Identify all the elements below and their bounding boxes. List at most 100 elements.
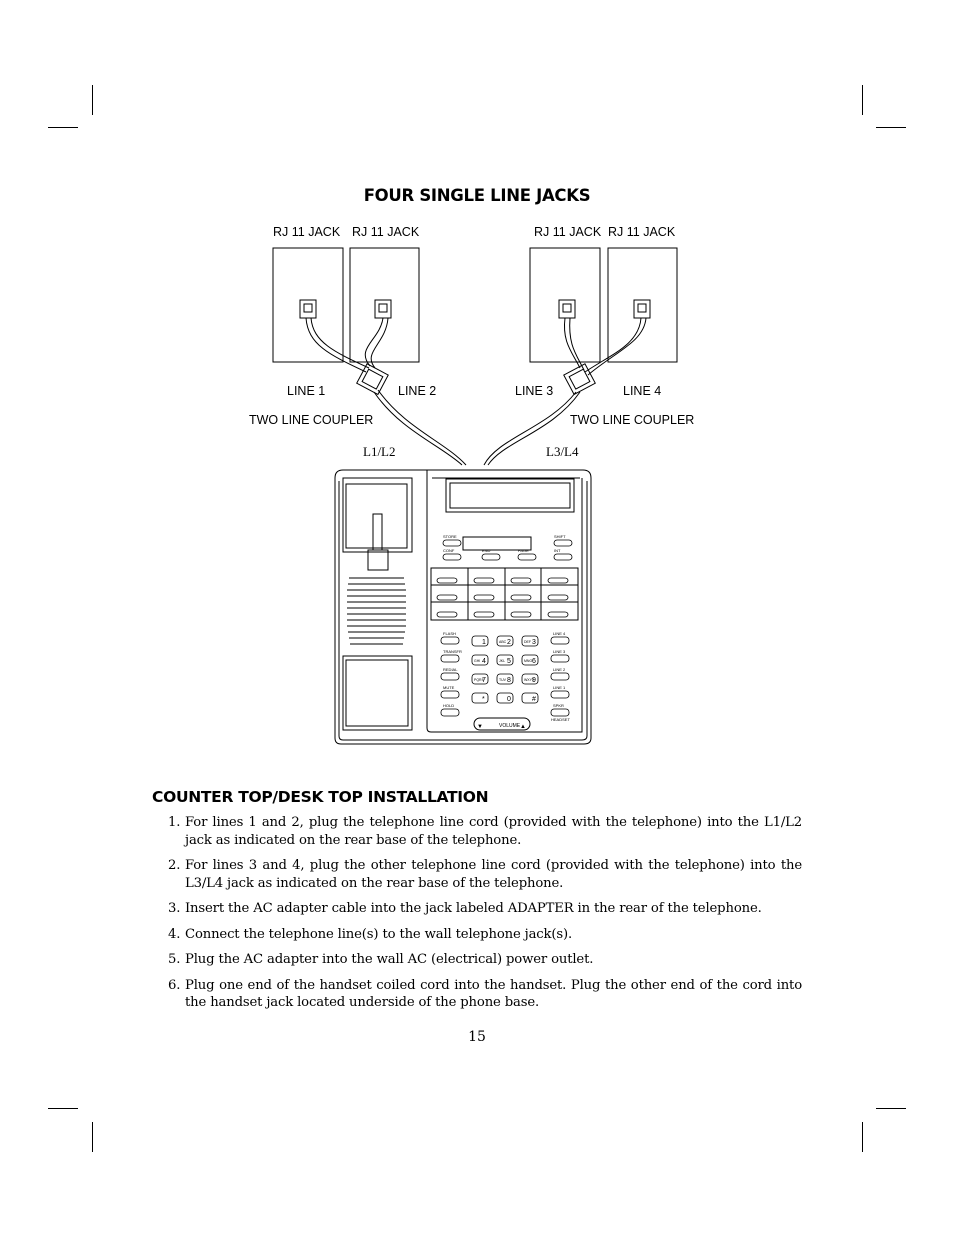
keypad-key [521, 673, 539, 685]
line-label: LINE 3 [515, 384, 554, 398]
jack-socket-icon [558, 299, 576, 319]
top-key [442, 553, 462, 561]
top-key-label: STORE [443, 534, 457, 539]
volume-down-icon: ▼ [477, 724, 483, 730]
programmable-key [547, 577, 569, 584]
crop-mark [48, 1108, 78, 1109]
jack-label: RJ 11 JACK [534, 225, 602, 239]
jack-label: RJ 11 JACK [608, 225, 676, 239]
function-key-label: TRANSFR [443, 649, 462, 654]
line-key [550, 690, 570, 699]
coupler-label: TWO LINE COUPLER [570, 413, 695, 427]
crop-mark [48, 127, 78, 128]
top-key-label: END [482, 548, 491, 553]
step-text: Insert the AC adapter cable into the jac… [185, 901, 762, 916]
line-key-label: SPKR [553, 703, 564, 708]
lcd-display [445, 478, 575, 513]
keypad-key-digit: 6 [532, 658, 536, 665]
programmable-key [510, 577, 532, 584]
top-key [553, 553, 573, 561]
keypad-key [521, 654, 539, 666]
line-label: LINE 1 [287, 384, 326, 398]
telephone-outline [334, 469, 592, 745]
keypad-key-letters: DEF [524, 640, 531, 644]
programmable-key [473, 594, 495, 601]
programmable-keys [430, 567, 579, 621]
jack-label: RJ 11 JACK [273, 225, 341, 239]
top-key-label: SHIFT [554, 534, 566, 539]
diagram-title: FOUR SINGLE LINE JACKS [363, 186, 591, 205]
keypad-key-letters: WXYZ [524, 678, 535, 682]
top-key-label: CONF [443, 548, 455, 553]
line-key [550, 672, 570, 681]
keypad-key [496, 673, 514, 685]
keypad-key-letters: TUV [499, 678, 507, 682]
top-key [442, 539, 462, 547]
keypad-key-letters: MNO [524, 659, 532, 663]
keypad-key-digit: 4 [482, 658, 486, 665]
programmable-key [436, 577, 458, 584]
list-item: 4.Connect the telephone line(s) to the w… [152, 926, 802, 944]
step-number: 5. [168, 952, 181, 967]
keypad-key [471, 673, 489, 685]
programmable-key [436, 594, 458, 601]
crop-mark [92, 1122, 93, 1152]
keypad-key-letters: GHI [474, 659, 480, 663]
crop-mark [876, 1108, 906, 1109]
handset-icon [342, 477, 413, 553]
crop-mark [92, 85, 93, 115]
keypad-key [496, 692, 514, 704]
installation-steps: 1.For lines 1 and 2, plug the telephone … [152, 814, 802, 1020]
function-key [440, 654, 460, 663]
programmable-key [473, 577, 495, 584]
function-key-label: FLASH [443, 631, 456, 636]
function-key [440, 672, 460, 681]
wall-jack-plate [349, 247, 420, 363]
line-key [550, 654, 570, 663]
keypad-key [471, 635, 489, 647]
list-item: 6.Plug one end of the handset coiled cor… [152, 977, 802, 1012]
function-key-label: REDIAL [443, 667, 458, 672]
keypad-key-digit: 2 [507, 639, 511, 646]
step-text: Plug one end of the handset coiled cord … [185, 977, 802, 1011]
programmable-key [547, 611, 569, 618]
keypad-key-letters: PQRS [474, 678, 485, 682]
function-key-label: MUTE [443, 685, 455, 690]
line-label: LINE 4 [623, 384, 662, 398]
crop-mark [862, 85, 863, 115]
keypad-key-digit: 1 [482, 639, 486, 646]
list-item: 1.For lines 1 and 2, plug the telephone … [152, 814, 802, 849]
keypad-key-digit: 0 [507, 696, 511, 703]
function-key [440, 708, 460, 717]
keypad-key-digit: * [482, 696, 485, 703]
jack-socket-icon [374, 299, 392, 319]
jack-socket-icon [633, 299, 651, 319]
line-key-label: LINE 1 [553, 685, 566, 690]
jack-label: RJ 11 JACK [352, 225, 420, 239]
step-number: 6. [168, 977, 181, 993]
keypad-key [521, 692, 539, 704]
list-item: 5.Plug the AC adapter into the wall AC (… [152, 951, 802, 969]
line-key [550, 636, 570, 645]
keypad-key-digit: 5 [507, 658, 511, 665]
two-line-coupler-icon [563, 363, 596, 396]
top-key [481, 553, 501, 561]
keypad-key-digit: 9 [532, 677, 536, 684]
volume-label: VOLUME [499, 723, 521, 729]
keypad-key [496, 654, 514, 666]
wall-jack-plate [272, 247, 344, 363]
jack-socket-icon [299, 299, 317, 319]
volume-up-icon: ▲ [520, 724, 526, 730]
coupler-label: TWO LINE COUPLER [249, 413, 374, 427]
programmable-key [473, 611, 495, 618]
keypad-key [496, 635, 514, 647]
wall-jack-plate [529, 247, 601, 363]
top-key [517, 553, 537, 561]
port-label-l1l2: L1/L2 [363, 444, 396, 459]
keypad-key-letters: JKL [499, 659, 505, 663]
wall-jack-plate [607, 247, 678, 363]
port-label-l3l4: L3/L4 [546, 444, 579, 459]
top-key-label: INT [554, 548, 561, 553]
volume-control [473, 717, 531, 731]
function-key [440, 636, 460, 645]
